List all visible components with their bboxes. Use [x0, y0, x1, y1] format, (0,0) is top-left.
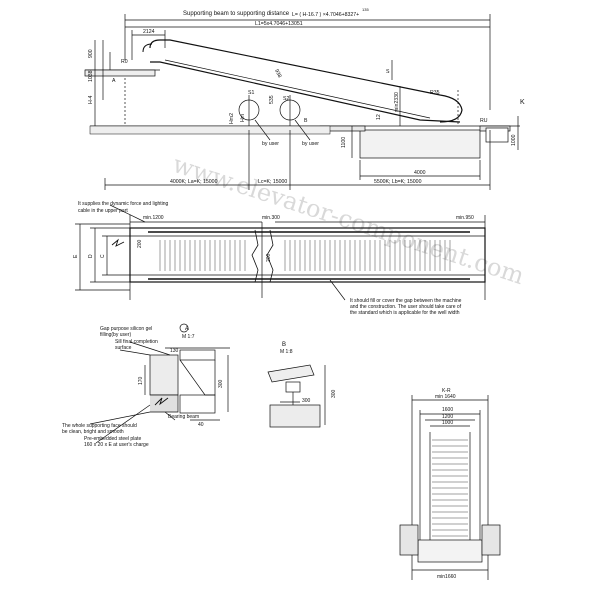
dim-1038: 1038 — [88, 70, 94, 82]
detail-a-note-clean-line1: The whole supporting face should — [62, 423, 137, 429]
dim-lc: Lc=K; 15000 — [258, 179, 287, 185]
dim-e: E — [73, 254, 79, 258]
section-k-labels: K-R min 1640 1600 1200 1000 min1660 — [435, 388, 456, 580]
length-formula: L= ( H-16.7 ) ×4.7046+8327+ — [292, 12, 359, 18]
plan-view — [75, 204, 486, 301]
detail-a-title: A — [185, 326, 189, 332]
length-l1-formula: L1=5x4.7046+13051 — [255, 21, 303, 27]
dim-300-b1: 300 — [302, 398, 311, 404]
label-535: 535 — [269, 95, 275, 104]
watermark: www.elevator-component.com — [169, 150, 527, 290]
label-hm: Hm — [240, 114, 246, 122]
dim-4000: 4000 — [414, 170, 426, 176]
label-k-view: K — [520, 99, 525, 106]
section-k-title: K-R — [442, 388, 451, 394]
dim-1600: 1600 — [442, 407, 453, 413]
label-s1: S1 — [248, 90, 254, 96]
height-label: H-4 — [88, 96, 94, 104]
by-user-note-1: by user — [262, 141, 279, 147]
label-938: 938 — [273, 68, 282, 78]
detail-a-note-plate-line1: Pre-embedded steel plate — [84, 436, 141, 442]
length-formula-sup: 135 — [362, 7, 369, 12]
label-r0: R0 — [121, 59, 128, 65]
dim-c: C — [100, 254, 106, 258]
label-s2: S2 — [283, 96, 289, 102]
detail-a-scale: M 1:7 — [182, 334, 195, 340]
dim-1200: 1200 — [442, 414, 453, 420]
label-a-marker: A — [112, 78, 116, 84]
detail-a-note-sill-line2: surface — [115, 345, 132, 351]
detail-b-title: B — [282, 342, 286, 348]
elevation-view — [84, 14, 520, 190]
plan-note-gap-line3: the standard which is applicable for the… — [350, 310, 460, 316]
dim-900: 900 — [88, 49, 94, 58]
detail-a-labels: A M 1:7 Gap purpose silicon gel filling(… — [62, 326, 224, 448]
detail-b — [267, 364, 326, 428]
elevation-labels: Supporting beam to supporting distance L… — [88, 7, 525, 185]
dim-min1200: min.1200 — [143, 215, 164, 221]
plan-labels: It supplies the dynamic force and lighti… — [73, 201, 474, 316]
bearing-beam-label: Bearing beam — [168, 414, 199, 420]
detail-a-note-clean-line2: be clean, bright and smooth — [62, 429, 124, 435]
dim-200-left: 200 — [137, 239, 143, 248]
elevation-title: Supporting beam to supporting distance — [183, 11, 290, 17]
dim-min1640: min 1640 — [435, 394, 456, 400]
label-ru: RU — [480, 118, 488, 124]
dim-300-b2: 300 — [331, 389, 337, 398]
label-min2330: min2330 — [394, 92, 400, 112]
dim-1100: 1100 — [341, 137, 347, 148]
dim-130: 130 — [170, 348, 179, 354]
detail-a — [89, 323, 230, 444]
detail-a-note-plate-line2: 160 x 20 x E at user's charge — [84, 442, 149, 448]
dim-170: 170 — [138, 376, 144, 385]
detail-a-note-sill-line1: Sill final completion — [115, 339, 158, 345]
dim-la: 4000K; La=K; 15000 — [170, 179, 218, 185]
label-12: 12 — [376, 114, 382, 120]
dim-min300: min.300 — [262, 215, 280, 221]
dim-d: D — [88, 254, 94, 258]
dim-2124: 2124 — [143, 29, 155, 35]
detail-a-note-gel-line2: filling(by user) — [100, 332, 131, 338]
by-user-note-2: by user — [302, 141, 319, 147]
label-b-marker: B — [304, 118, 308, 124]
section-k — [399, 395, 501, 580]
label-s: S — [386, 69, 390, 75]
label-hm2: Hm2 — [229, 113, 235, 124]
detail-b-labels: B M 1:8 300 300 — [280, 342, 337, 404]
plan-note-cable-line1: It supplies the dynamic force and lighti… — [78, 201, 169, 207]
label-r35: R35 — [430, 90, 440, 96]
dim-min1660: min1660 — [437, 574, 456, 580]
dim-min950: min.950 — [456, 215, 474, 221]
detail-a-note-gel-line1: Gap purpose silicon gel — [100, 326, 152, 332]
plan-note-gap-line2: and the construction. The user should ta… — [350, 304, 462, 310]
dim-lb: 5500K; Lb=K; 15000 — [374, 179, 422, 185]
dim-1000: 1000 — [511, 134, 517, 146]
detail-b-scale: M 1:8 — [280, 349, 293, 355]
dim-40: 40 — [198, 422, 204, 428]
plan-note-cable-line2: cable in the upper part — [78, 208, 128, 214]
dim-1000-k: 1000 — [442, 420, 453, 426]
plan-note-gap-line1: It should fill or cover the gap between … — [350, 298, 462, 304]
dim-200-mid: 200 — [266, 253, 272, 262]
dim-300-a: 300 — [218, 379, 224, 388]
